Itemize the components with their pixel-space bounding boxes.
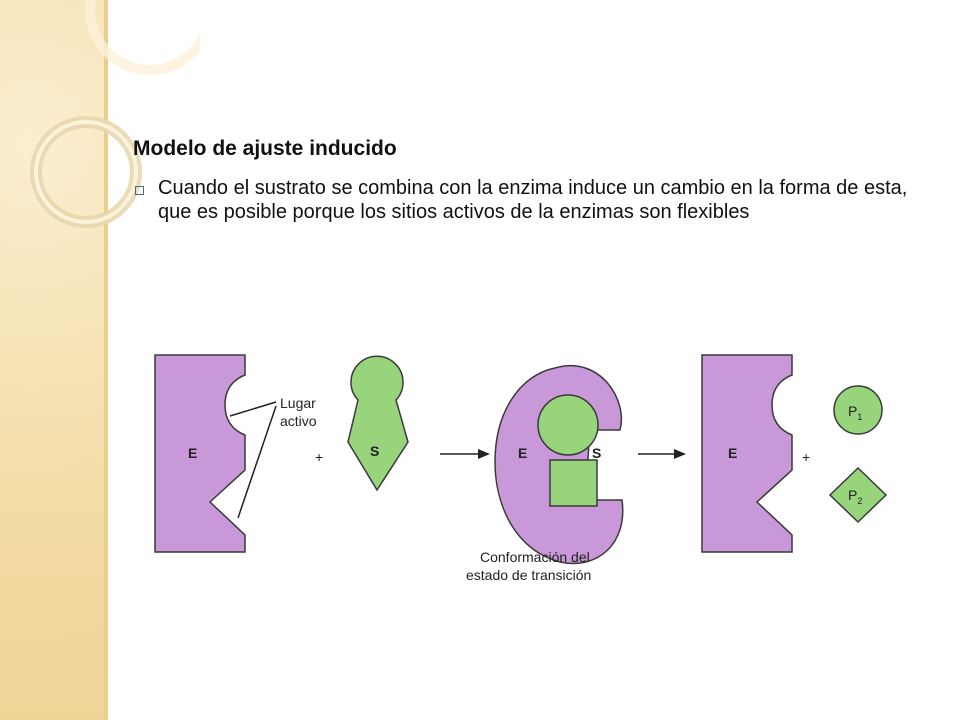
reaction-arrow-2-head <box>674 449 686 459</box>
product1-label: P1 <box>848 403 862 422</box>
transition-caption-line2: estado de transición <box>466 567 591 583</box>
enzyme-left-shape <box>154 354 246 553</box>
product1-shape <box>833 385 883 435</box>
transition-caption-line1: Conformación del <box>480 549 590 565</box>
reaction-arrow-1-head <box>478 449 490 459</box>
bullet-item: Cuando el sustrato se combina con la enz… <box>135 176 935 224</box>
product1-subscript: 1 <box>857 412 862 422</box>
product2-label: P2 <box>848 487 862 506</box>
induced-fit-diagram: E Lugar activo + S E S Conformación del … <box>154 354 888 583</box>
enzyme-right-label: E <box>728 445 737 461</box>
plus-sign-right: + <box>802 449 810 465</box>
enzyme-right-shape <box>701 354 793 553</box>
plus-sign-left: + <box>315 449 323 465</box>
product2-shape <box>828 466 888 524</box>
decorative-rings <box>30 0 200 228</box>
transition-substrate-block <box>549 459 598 507</box>
slide-title: Modelo de ajuste inducido <box>133 137 397 160</box>
active-site-label-line2: activo <box>280 413 317 429</box>
active-site-label-line1: Lugar <box>280 395 316 411</box>
transition-substrate-head <box>537 394 599 456</box>
bullet-text: Cuando el sustrato se combina con la enz… <box>158 177 908 223</box>
substrate-label: S <box>370 443 379 459</box>
transition-substrate-label: S <box>592 445 601 461</box>
transition-enzyme-label: E <box>518 445 527 461</box>
side-band-edge <box>104 0 108 720</box>
square-bullet-icon <box>135 186 144 195</box>
product2-subscript: 2 <box>857 496 862 506</box>
active-site-pointer-lower <box>237 405 277 519</box>
enzyme-left-label: E <box>188 445 197 461</box>
active-site-pointer-upper <box>229 401 277 417</box>
substrate-shape <box>347 355 409 492</box>
